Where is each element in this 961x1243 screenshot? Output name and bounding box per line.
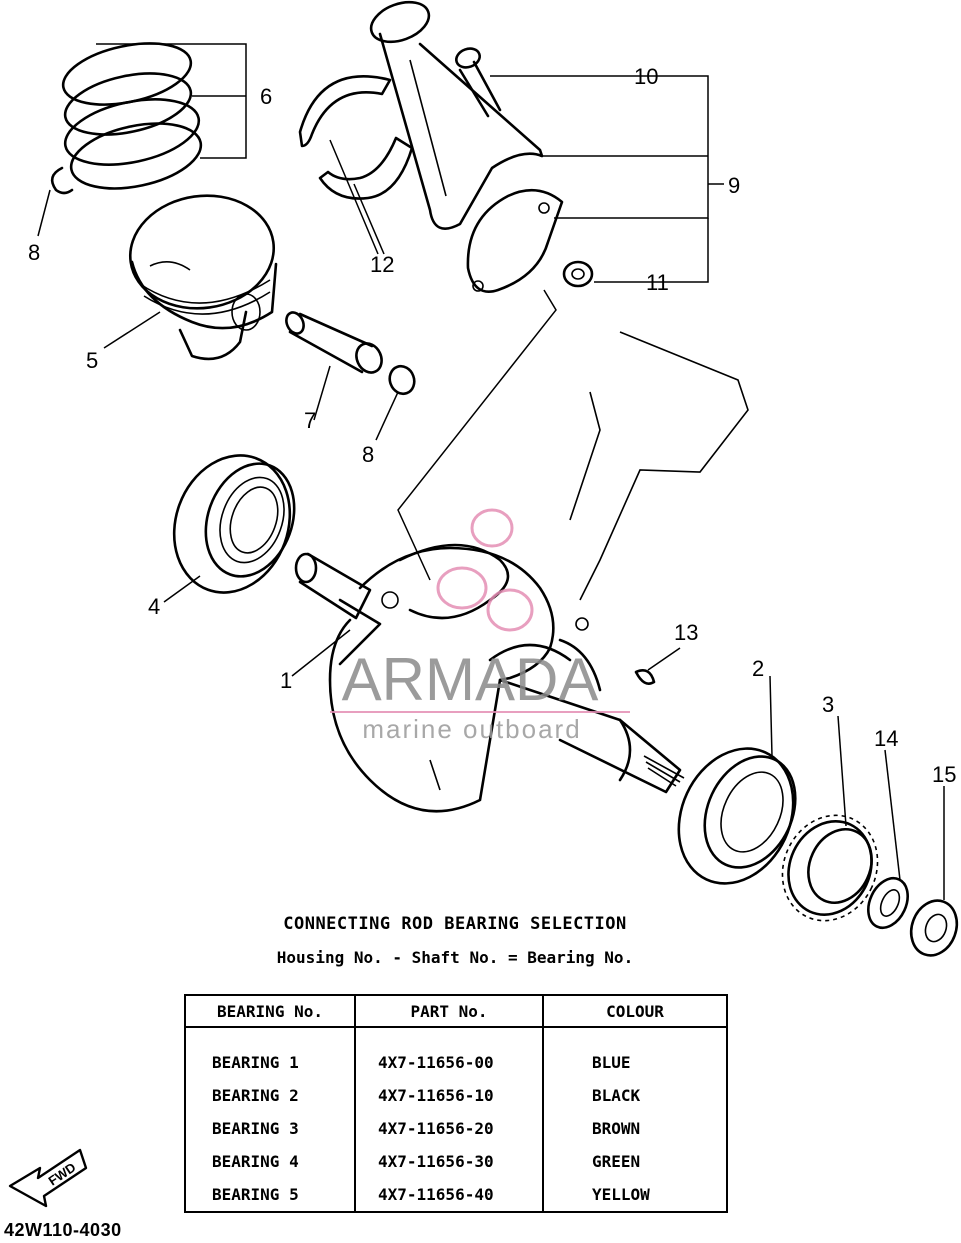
piston <box>128 194 278 361</box>
header-bearing-no: BEARING No. <box>185 995 356 1028</box>
fwd-arrow-icon: FWD <box>8 1148 88 1208</box>
callout-5: 5 <box>86 348 98 373</box>
part-cell: 4X7-11656-30 <box>355 1145 544 1178</box>
connecting-rod <box>369 0 564 293</box>
table-row: BEARING 4 4X7-11656-30 GREEN <box>185 1145 727 1178</box>
piston-rings <box>61 42 203 190</box>
callout-12: 12 <box>370 252 394 277</box>
callout-11: 11 <box>646 270 669 295</box>
bearing-cell: BEARING 1 <box>185 1027 356 1079</box>
table-row: BEARING 5 4X7-11656-40 YELLOW <box>185 1178 727 1212</box>
bearing-cell: BEARING 2 <box>185 1079 356 1112</box>
colour-cell: YELLOW <box>592 1185 650 1204</box>
colour-cell: GREEN <box>592 1152 641 1171</box>
drive-gear <box>781 814 879 922</box>
header-part-no: PART No. <box>355 995 544 1028</box>
callout-3: 3 <box>822 692 834 717</box>
main-bearing-left <box>172 454 296 594</box>
callout-9: 9 <box>728 173 740 198</box>
table-row: BEARING 2 4X7-11656-10 BLACK <box>185 1079 727 1112</box>
callout-14: 14 <box>874 726 898 751</box>
callout-15: 15 <box>932 762 956 787</box>
callout-13: 13 <box>674 620 698 645</box>
main-bearing-right <box>677 747 797 885</box>
callout-labels: 1 2 3 4 5 6 7 8 8 9 10 11 12 13 14 15 <box>28 64 956 787</box>
colour-cell: BLUE <box>592 1053 631 1072</box>
circlip-left <box>50 166 74 195</box>
crank-nut <box>909 899 959 957</box>
bearing-cell: BEARING 3 <box>185 1112 356 1145</box>
table-row: BEARING 3 4X7-11656-20 BROWN <box>185 1112 727 1145</box>
callout-10: 10 <box>634 64 658 89</box>
table-row: BEARING 1 4X7-11656-00 BLUE <box>185 1027 727 1079</box>
callout-8a: 8 <box>28 240 40 265</box>
watermark: ARMADA marine outboard <box>330 508 630 744</box>
bearing-cell: BEARING 5 <box>185 1178 356 1212</box>
leader-lines <box>37 43 945 900</box>
crankshaft <box>294 543 685 813</box>
part-cell: 4X7-11656-10 <box>355 1079 544 1112</box>
callout-4: 4 <box>148 594 160 619</box>
colour-cell: BLACK <box>592 1086 641 1105</box>
watermark-name: ARMADA <box>342 646 599 713</box>
bearing-selection-table: BEARING No. PART No. COLOUR BEARING 1 4X… <box>184 994 728 1213</box>
circlip-right <box>388 364 416 396</box>
rod-bolt <box>455 47 502 118</box>
callout-2: 2 <box>752 656 764 681</box>
part-cell: 4X7-11656-20 <box>355 1112 544 1145</box>
phantom-rod-outline <box>569 331 749 601</box>
bearing-cell: BEARING 4 <box>185 1145 356 1178</box>
callout-1: 1 <box>280 668 292 693</box>
table-header-row: BEARING No. PART No. COLOUR <box>185 995 727 1028</box>
callout-7: 7 <box>304 408 316 433</box>
bearing-shells <box>298 75 414 200</box>
callout-6: 6 <box>260 84 272 109</box>
rod-nut <box>562 260 594 288</box>
watermark-tagline: marine outboard <box>362 714 581 744</box>
woodruff-key <box>634 669 656 685</box>
part-cell: 4X7-11656-40 <box>355 1178 544 1212</box>
selection-formula: Housing No. - Shaft No. = Bearing No. <box>276 948 634 967</box>
callout-8b: 8 <box>362 442 374 467</box>
piston-pin <box>285 311 383 374</box>
washer <box>867 876 909 930</box>
colour-cell: BROWN <box>592 1119 641 1138</box>
selection-title: CONNECTING ROD BEARING SELECTION <box>283 914 627 934</box>
header-colour: COLOUR <box>543 995 727 1028</box>
part-cell: 4X7-11656-00 <box>355 1027 544 1079</box>
diagram-code: 42W110-4030 <box>4 1220 122 1240</box>
